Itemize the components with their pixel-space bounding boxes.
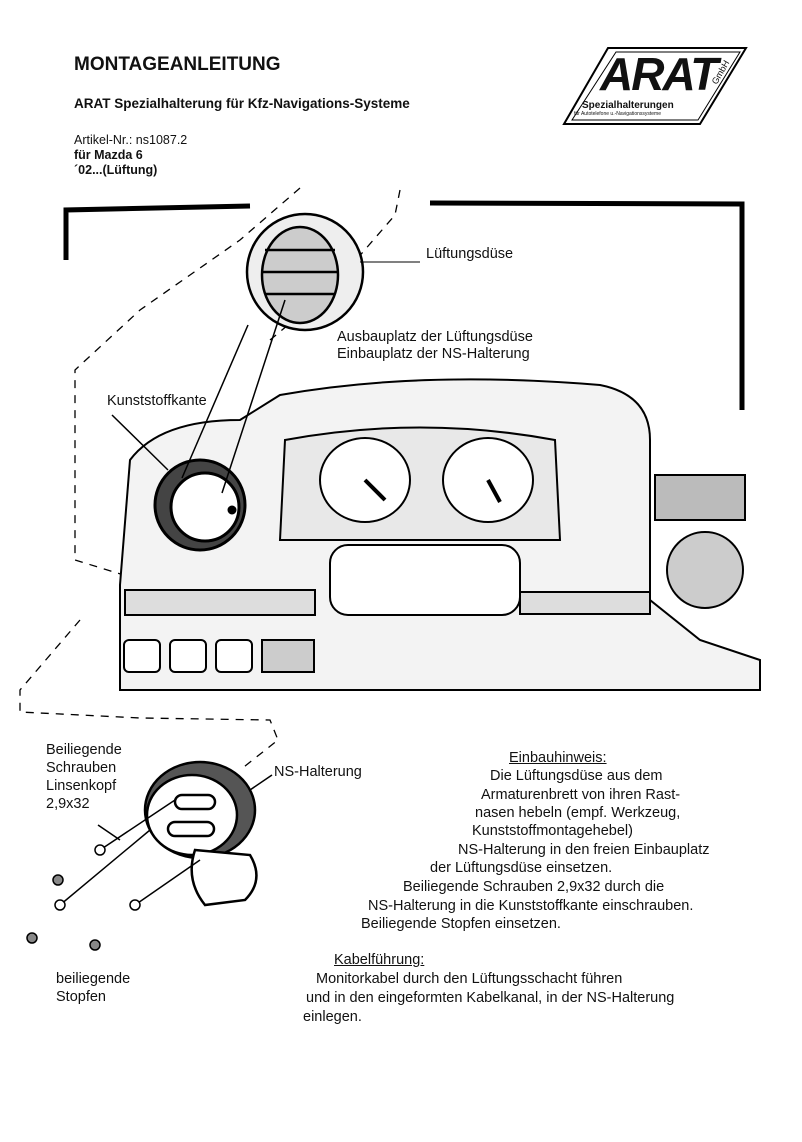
- cable-line: Monitorkabel durch den Lüftungsschacht f…: [316, 971, 623, 987]
- label-screws-4: 2,9x32: [46, 796, 90, 812]
- logo-subtagline: für Autotelefone u.-Navigationssysteme: [574, 111, 661, 117]
- plugs: [26, 874, 101, 951]
- label-screws-2: Schrauben: [46, 760, 117, 776]
- label-screws-1: Beiliegende: [46, 742, 122, 758]
- installation-line: Beiliegende Stopfen einsetzen.: [361, 916, 561, 932]
- installation-heading: Einbauhinweis:: [509, 750, 607, 766]
- installation-line: Beiliegende Schrauben 2,9x32 durch die: [403, 879, 665, 895]
- label-install-place: Einbauplatz der NS-Halterung: [337, 346, 530, 362]
- installation-line: NS-Halterung in die Kunststoffkante eins…: [368, 898, 694, 914]
- dashboard-details: [123, 474, 746, 673]
- screws: [54, 799, 201, 911]
- arat-logo: ARAT GmbH Spezialhalterungen für Autotel…: [560, 44, 750, 128]
- label-removal-place: Ausbauplatz der Lüftungsdüse: [337, 329, 533, 345]
- logo-frame: [562, 47, 748, 125]
- dashed-guide-lines: [19, 187, 401, 771]
- installation-line: Die Lüftungsdüse aus dem: [490, 768, 663, 784]
- installation-line: Kunststoffmontagehebel): [472, 823, 633, 839]
- document-title: MONTAGEANLEITUNG: [74, 54, 281, 75]
- installed-holder-detail: [111, 299, 286, 552]
- installation-line: der Lüftungsdüse einsetzen.: [430, 860, 613, 876]
- label-ns-holder: NS-Halterung: [274, 764, 362, 780]
- installation-line: Armaturenbrett von ihren Rast-: [481, 787, 681, 803]
- vent-nozzle-detail: [245, 212, 420, 332]
- cable-line: und in den eingeformten Kabelkanal, in d…: [306, 990, 675, 1006]
- label-plastic-edge: Kunststoffkante: [107, 393, 207, 409]
- logo-brand: ARAT: [600, 48, 718, 100]
- label-vent: Lüftungsdüse: [426, 246, 514, 262]
- label-plugs-1: beiliegende: [56, 971, 131, 987]
- installation-line: nasen hebeln (empf. Werkzeug,: [475, 805, 681, 821]
- logo-tagline: Spezialhalterungen: [582, 100, 674, 111]
- cable-heading: Kabelführung:: [334, 952, 425, 968]
- cable-line: einlegen.: [303, 1009, 362, 1025]
- instrument-cluster: [278, 426, 562, 616]
- vehicle-variant: ´02...(Lüftung): [74, 163, 158, 177]
- installation-line: NS-Halterung in den freien Einbauplatz: [458, 842, 710, 858]
- article-number: Artikel-Nr.: ns1087.2: [74, 133, 188, 147]
- vehicle-model: für Mazda 6: [74, 148, 143, 162]
- document-subtitle: ARAT Spezialhalterung für Kfz-Navigation…: [74, 96, 410, 111]
- ns-holder-exploded: [26, 760, 273, 951]
- frame-brackets: [63, 200, 745, 410]
- label-screws-3: Linsenkopf: [46, 778, 117, 794]
- label-plugs-2: Stopfen: [56, 989, 106, 1005]
